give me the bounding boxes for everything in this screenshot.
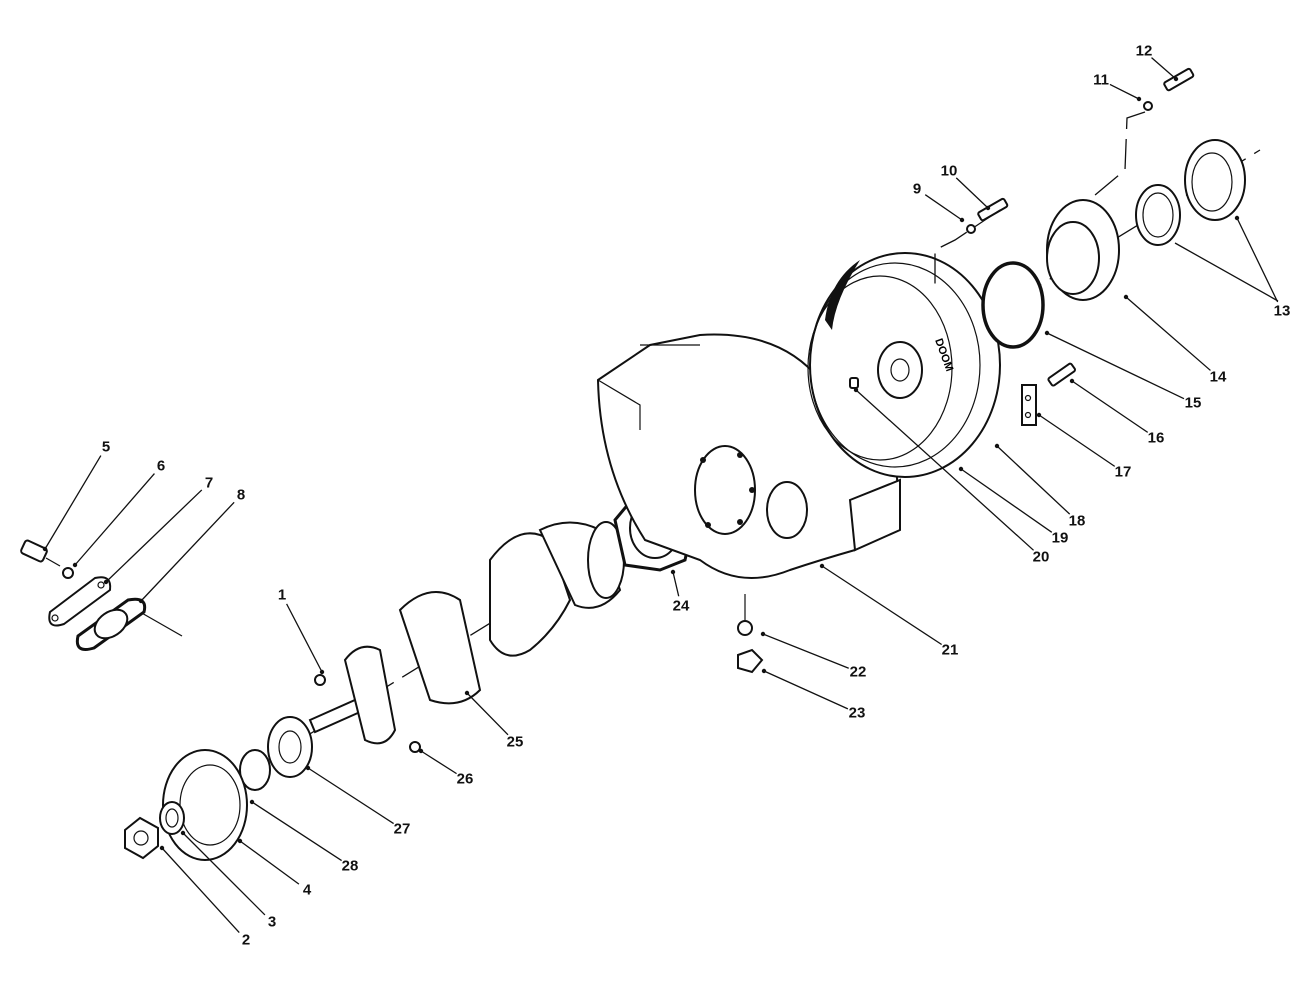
callout-label-22: 22 [849, 663, 867, 681]
callout-label-11: 11 [1093, 71, 1109, 89]
leader-dot-27 [305, 765, 311, 771]
leader-line-11 [1109, 83, 1140, 100]
callout-label-12: 12 [1135, 42, 1153, 60]
callout-label-27: 27 [393, 820, 411, 838]
leader-dot-19 [958, 466, 964, 472]
callout-label-10: 10 [940, 162, 958, 180]
leader-line-27 [307, 767, 394, 825]
pulley-group [124, 716, 313, 861]
callout-label-26: 26 [456, 770, 474, 788]
leader-dot-10 [985, 205, 991, 211]
leader-dot-12 [1173, 76, 1179, 82]
leader-line-2 [161, 847, 240, 934]
leader-dot-8 [138, 598, 144, 604]
leader-line-17 [1038, 414, 1116, 467]
callout-label-16: 16 [1147, 429, 1165, 447]
leader-dot-13 [1234, 215, 1240, 221]
leader-dot-14 [1123, 294, 1129, 300]
bolts [934, 67, 1195, 426]
callout-label-15: 15 [1184, 394, 1202, 412]
leader-line-12 [1151, 57, 1177, 80]
cover-plate-group [20, 539, 147, 651]
leader-line-14 [1125, 296, 1211, 371]
callout-label-17: 17 [1114, 463, 1132, 481]
leader-dot-25 [464, 690, 470, 696]
callout-label-1: 1 [277, 586, 287, 604]
leader-line-13b [1174, 242, 1279, 302]
leader-line-13 [1236, 217, 1279, 303]
callout-label-3: 3 [267, 913, 277, 931]
leader-line-18 [996, 445, 1071, 515]
leader-line-15 [1046, 332, 1185, 400]
callout-label-18: 18 [1068, 512, 1086, 530]
callout-label-25: 25 [506, 733, 524, 751]
leader-line-10 [955, 177, 989, 209]
leader-line-23 [763, 670, 849, 710]
callout-label-6: 6 [156, 457, 166, 475]
callout-label-23: 23 [848, 704, 866, 722]
leader-line-25 [466, 692, 509, 736]
leader-line-22 [762, 633, 849, 669]
leader-line-4 [239, 840, 300, 885]
leader-dot-22 [760, 631, 766, 637]
crankshaft [308, 521, 625, 753]
leader-dot-5 [42, 546, 48, 552]
leader-dot-6 [72, 562, 78, 568]
leader-line-8 [140, 501, 235, 602]
leader-line-7 [105, 489, 203, 583]
leader-line-16 [1071, 380, 1149, 433]
leader-line-19 [960, 468, 1053, 533]
leader-line-3 [182, 832, 266, 916]
leader-dot-20 [853, 387, 859, 393]
seals-retainer [981, 139, 1246, 349]
callout-label-28: 28 [341, 857, 359, 875]
leader-dot-4 [237, 838, 243, 844]
callout-label-9: 9 [912, 180, 922, 198]
leader-dot-16 [1069, 378, 1075, 384]
leader-dot-21 [819, 563, 825, 569]
leader-dot-23 [761, 668, 767, 674]
callout-label-14: 14 [1209, 368, 1227, 386]
leader-line-6 [74, 473, 155, 566]
leader-lines [42, 57, 1279, 934]
callout-label-24: 24 [672, 597, 690, 615]
leader-dot-15 [1044, 330, 1050, 336]
leader-dot-1 [319, 669, 325, 675]
leader-dot-3 [180, 830, 186, 836]
callout-label-5: 5 [101, 438, 111, 456]
leader-line-1 [286, 603, 323, 673]
callout-label-4: 4 [302, 881, 312, 899]
flywheel: DOOM [807, 252, 1001, 478]
leader-dot-24 [670, 569, 676, 575]
leader-line-20 [855, 389, 1035, 551]
callout-label-13: 13 [1273, 302, 1291, 320]
leader-line-9 [924, 194, 963, 221]
callout-label-2: 2 [241, 931, 251, 949]
leader-dot-9 [959, 217, 965, 223]
leader-line-24 [672, 571, 680, 597]
leader-line-5 [44, 455, 102, 550]
leader-dot-28 [249, 799, 255, 805]
leader-dot-11 [1136, 96, 1142, 102]
leader-dot-18 [994, 443, 1000, 449]
leader-dot-26 [418, 748, 424, 754]
callout-label-8: 8 [236, 486, 246, 504]
callout-label-7: 7 [204, 474, 214, 492]
callout-label-19: 19 [1051, 529, 1069, 547]
leader-line-28 [251, 801, 342, 862]
leader-dot-2 [159, 845, 165, 851]
leader-line-21 [821, 565, 942, 646]
leader-dot-7 [103, 579, 109, 585]
callout-label-20: 20 [1032, 548, 1050, 566]
leader-line-26 [420, 750, 457, 775]
callout-label-21: 21 [941, 641, 959, 659]
leader-dot-17 [1036, 412, 1042, 418]
